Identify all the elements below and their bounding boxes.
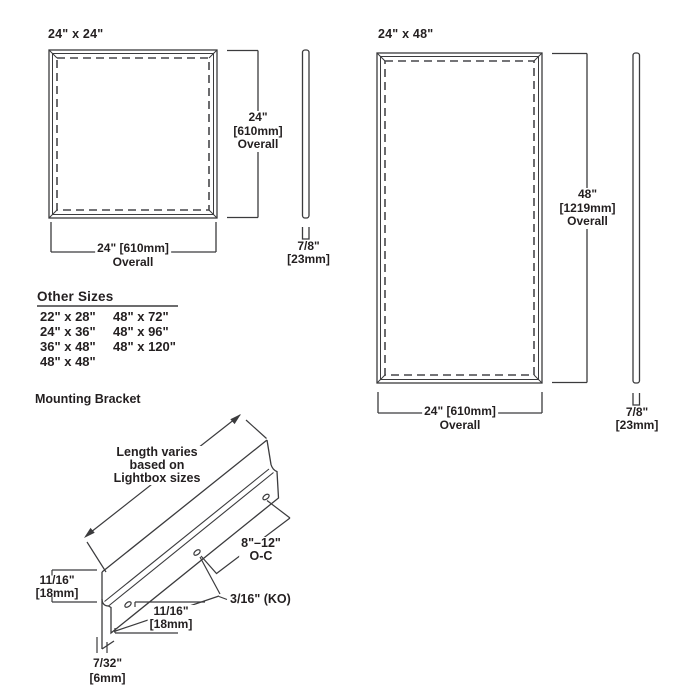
dim-24x24-height: 24" [610mm] Overall [231, 110, 285, 152]
dim-line: O-C [249, 549, 273, 563]
size-item: 22" x 28" [40, 309, 96, 324]
bracket-outline [101, 439, 280, 650]
profile-24x24 [301, 49, 310, 240]
dim-line: [23mm] [287, 252, 330, 266]
dim-line: [23mm] [615, 418, 659, 432]
mounting-bracket-heading: Mounting Bracket [35, 392, 141, 406]
dim-line: 7/32" [92, 656, 123, 670]
size-item: 48" x 48" [40, 354, 96, 369]
other-sizes-col1: 22" x 28" 24" x 36" 36" x 48" 48" x 48" [40, 309, 96, 369]
bracket-length-note: Length varies based on Lightbox sizes [111, 445, 203, 485]
size-item: 48" x 96" [113, 324, 169, 339]
dim-line: 11/16" [39, 573, 75, 587]
dim-line: [18mm] [35, 586, 79, 600]
bracket-ko-label: 3/16" (KO) [228, 592, 293, 606]
frame-24x48-outline [376, 52, 543, 384]
dim-line: 48" [577, 187, 598, 201]
dim-lines-24x48 [377, 52, 588, 414]
bracket-holes [124, 493, 270, 608]
note-line: Lightbox sizes [113, 471, 201, 485]
dim-24x48-height: 48" [1219mm] Overall [557, 187, 618, 229]
note-line: based on [129, 458, 185, 472]
dim-line: 24" [610mm] [97, 241, 169, 255]
panel-24x48-title: 24" x 48" [378, 27, 434, 41]
dim-24x24-width: 24" [610mm] Overall [95, 241, 171, 269]
note-line: Length varies [116, 445, 198, 459]
dim-line: [1219mm] [559, 200, 616, 215]
frame-24x24-outline [48, 49, 218, 219]
bracket-left-dim: 11/16" [18mm] [36, 574, 79, 600]
bracket-dim-lines [51, 569, 205, 653]
bracket-oc-dim: 8"–12" O-C [239, 537, 283, 563]
size-item: 36" x 48" [40, 339, 96, 354]
dim-line: 24" [248, 110, 268, 124]
size-item: 48" x 72" [113, 309, 169, 324]
dim-line: 24" [610mm] [424, 404, 496, 418]
dim-line: Overall [237, 137, 279, 151]
other-sizes-col2: 48" x 72" 48" x 96" 48" x 120" [113, 309, 176, 354]
dim-line: [6mm] [89, 671, 126, 685]
dim-24x48-width: 24" [610mm] Overall [422, 404, 498, 432]
size-item: 24" x 36" [40, 324, 96, 339]
bracket-leaders [113, 500, 291, 633]
dim-line: [18mm] [149, 617, 193, 631]
dim-line: 7/8" [625, 405, 649, 419]
dim-line: 7/8" [297, 239, 320, 253]
panel-24x24-title: 24" x 24" [48, 27, 104, 41]
dim-line: Overall [112, 254, 154, 269]
bracket-mid-dim: 11/16" [18mm] [147, 604, 195, 631]
dim-line: 8"–12" [241, 536, 281, 550]
dim-lines-24x24 [50, 49, 259, 253]
dim-line: Overall [567, 214, 608, 228]
dim-line: [610mm] [233, 123, 283, 138]
profile-24x48 [632, 52, 641, 406]
bracket-bottom-dim: 7/32" [6mm] [89, 656, 125, 686]
size-item: 48" x 120" [113, 339, 176, 354]
dim-line: 11/16" [153, 604, 189, 618]
dim-24x48-profile: 7/8" [23mm] [616, 406, 659, 432]
dim-24x24-profile: 7/8" [23mm] [287, 240, 330, 266]
dim-line: Overall [439, 417, 481, 432]
other-sizes-heading: Other Sizes [37, 289, 114, 304]
